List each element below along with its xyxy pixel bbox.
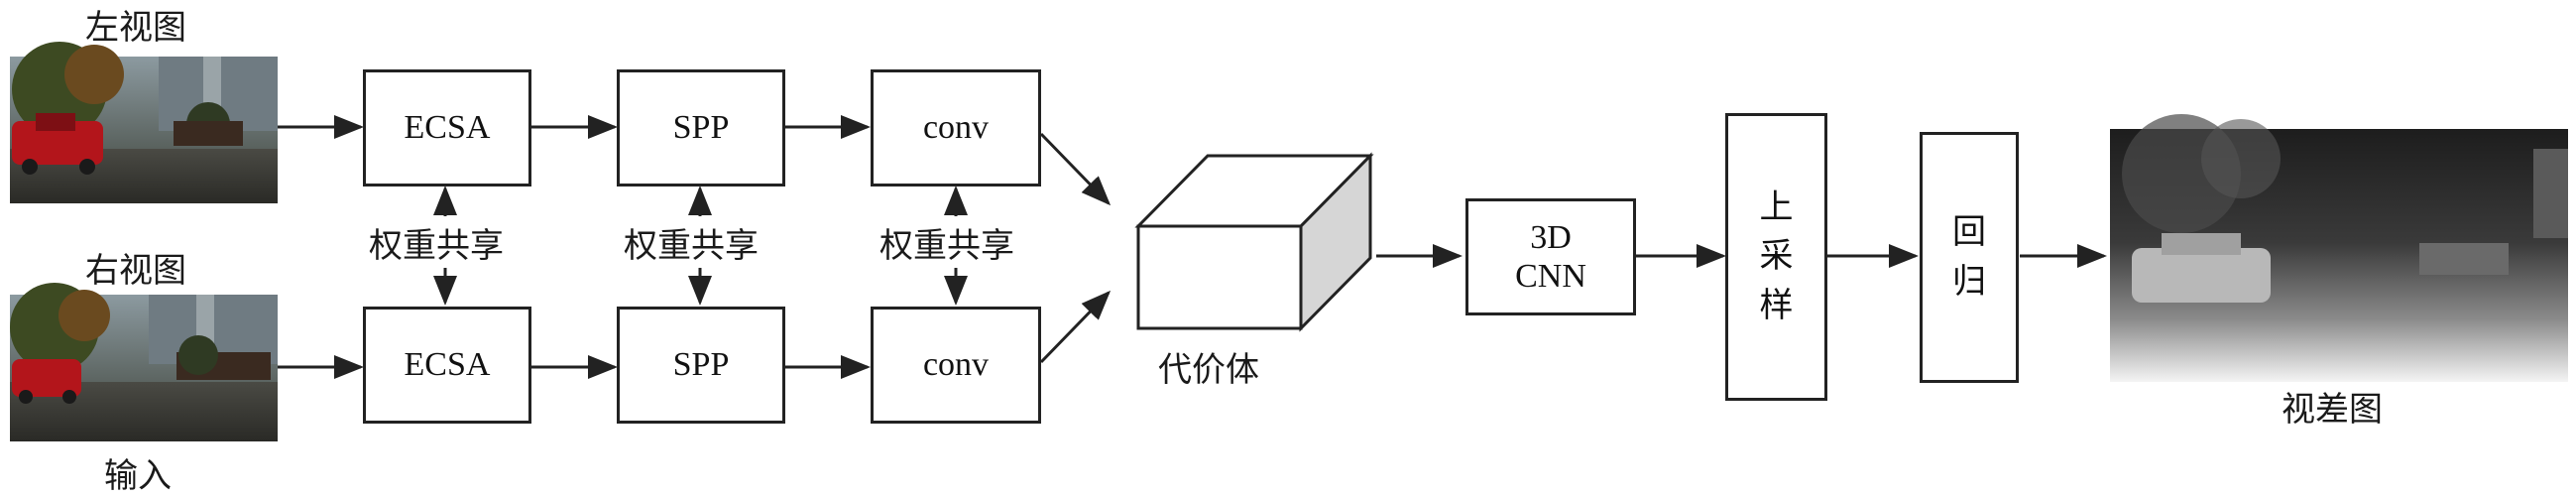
ecsa-label-bottom: ECSA <box>404 346 491 384</box>
spp-label-bottom: SPP <box>672 346 730 384</box>
disparity-map-image <box>2110 114 2568 382</box>
regression-box: 回 归 <box>1920 132 2019 383</box>
conv-label-bottom: conv <box>922 346 990 384</box>
ecsa-label-top: ECSA <box>404 109 491 147</box>
input-label: 输入 <box>104 456 172 496</box>
conv-box-bottom: conv <box>871 307 1041 424</box>
upsample-char-3: 样 <box>1759 285 1794 325</box>
spp-box-bottom: SPP <box>617 307 785 424</box>
arrow-conv-bottom-to-volume <box>1039 290 1112 364</box>
arrow-conv-top-to-volume <box>1039 132 1112 206</box>
spp-box-top: SPP <box>617 69 785 186</box>
upsample-box: 上 采 样 <box>1725 113 1827 401</box>
weight-share-label-1: 权重共享 <box>369 226 504 266</box>
cost-volume-label: 代价体 <box>1158 350 1259 390</box>
weight-share-arrows <box>433 186 968 306</box>
spp-label-top: SPP <box>672 109 730 147</box>
ecsa-box-bottom: ECSA <box>363 307 531 424</box>
left-view-label: 左视图 <box>85 8 186 48</box>
regression-char-1: 回 <box>1952 212 1986 253</box>
weight-share-label-3: 权重共享 <box>879 226 1014 266</box>
upsample-char-1: 上 <box>1759 187 1794 228</box>
weight-share-label-2: 权重共享 <box>624 226 759 266</box>
conv-label-top: conv <box>922 109 990 147</box>
conv-box-top: conv <box>871 69 1041 186</box>
ecsa-box-top: ECSA <box>363 69 531 186</box>
disparity-map-label: 视差图 <box>2282 390 2383 430</box>
cost-volume-box <box>1134 152 1374 332</box>
right-view-image <box>10 283 278 441</box>
3d-cnn-box: 3D CNN <box>1465 198 1636 315</box>
right-view-label: 右视图 <box>85 251 186 291</box>
left-view-image <box>10 42 278 203</box>
regression-char-2: 归 <box>1952 261 1986 302</box>
3d-cnn-line2: CNN <box>1515 258 1586 295</box>
upsample-char-2: 采 <box>1759 236 1794 277</box>
3d-cnn-line1: 3D <box>1530 218 1572 256</box>
